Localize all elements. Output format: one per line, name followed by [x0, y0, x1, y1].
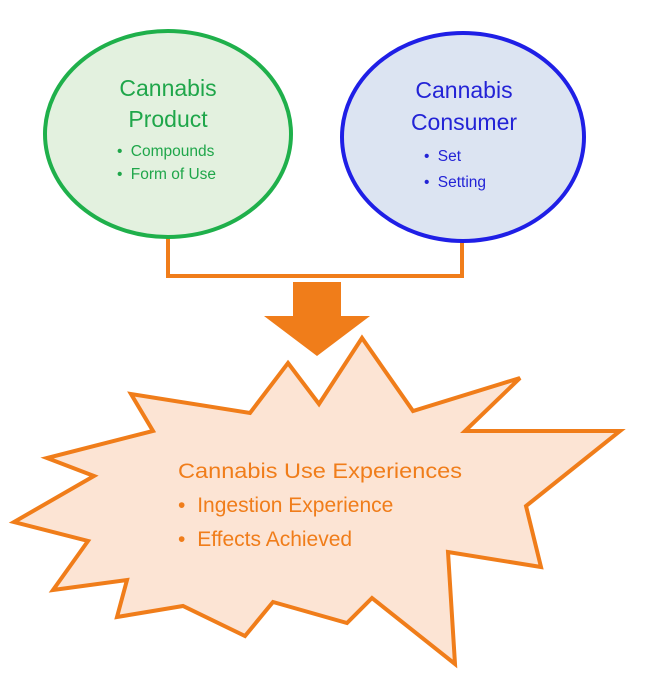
- consumer-title-line2: Consumer: [411, 109, 517, 135]
- consumer-bullet-set: Set: [438, 148, 462, 165]
- product-title-line2: Product: [128, 106, 208, 132]
- connector-line: [166, 238, 464, 278]
- product-bullet-compounds: Compounds: [131, 143, 215, 160]
- result-bullet: • Ingestion Experience: [178, 494, 393, 517]
- down-arrow-icon: [264, 282, 370, 356]
- result-burst: [8, 334, 626, 669]
- bullet-glyph: •: [178, 494, 185, 517]
- product-circle: [43, 29, 293, 239]
- bullet-glyph: •: [178, 528, 185, 551]
- consumer-title-line1: Cannabis: [415, 77, 512, 103]
- bullet-glyph: •: [117, 166, 122, 183]
- consumer-bullet: • Setting: [424, 174, 486, 191]
- product-bullet: • Form of Use: [117, 166, 216, 183]
- bullet-glyph: •: [424, 148, 429, 165]
- consumer-bullet: • Set: [424, 148, 462, 165]
- bullet-glyph: •: [117, 143, 122, 160]
- result-bullet: • Effects Achieved: [178, 528, 352, 551]
- product-bullet-form-of-use: Form of Use: [131, 166, 216, 183]
- result-title: Cannabis Use Experiences: [178, 460, 462, 483]
- result-bullet-effects: Effects Achieved: [197, 528, 352, 551]
- product-bullet: • Compounds: [117, 143, 215, 160]
- bullet-glyph: •: [424, 174, 429, 191]
- result-bullet-ingestion: Ingestion Experience: [197, 494, 393, 517]
- consumer-circle: [340, 31, 586, 243]
- consumer-bullet-setting: Setting: [438, 174, 486, 191]
- product-title-line1: Cannabis: [119, 75, 216, 101]
